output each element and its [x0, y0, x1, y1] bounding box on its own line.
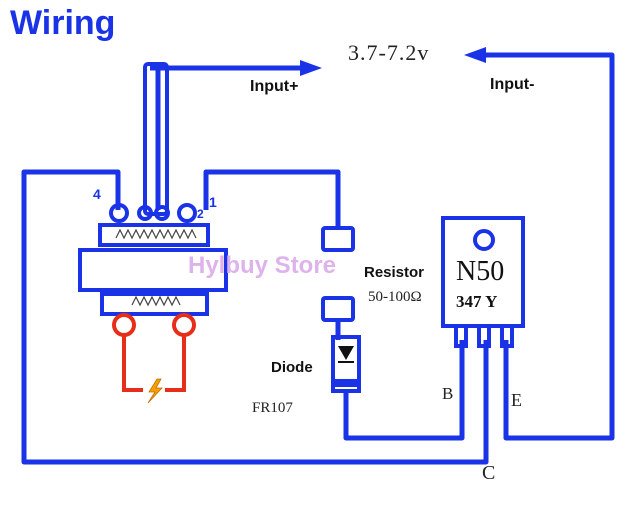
- hv-output: [112, 313, 196, 392]
- diode-body: [331, 335, 361, 393]
- secondary-winding: [131, 295, 181, 307]
- input-plus-label: Input+: [250, 78, 299, 95]
- transistor-pin-e: [500, 324, 514, 348]
- transistor-pin-c: [477, 324, 491, 348]
- pin-4-label: 4: [93, 186, 101, 202]
- pin1-resistor-wire: [203, 169, 341, 228]
- input-plus-arrow: [300, 60, 322, 76]
- coil-terminal-2: [137, 205, 153, 221]
- resistor-cap-top: [321, 226, 355, 252]
- blue-wires: [21, 52, 615, 465]
- pin-c-label: C: [482, 462, 496, 484]
- resistor: [321, 226, 355, 322]
- coil-terminal-4: [109, 203, 129, 223]
- coil-top-plate: [98, 223, 210, 247]
- pin-2-label: 2: [197, 207, 204, 221]
- primary-winding: [115, 228, 197, 240]
- pin-1-label: 1: [209, 194, 217, 210]
- transistor-mount-hole: [473, 229, 495, 251]
- transistor-name: N50: [456, 256, 505, 287]
- diode-symbol: [338, 346, 354, 360]
- coil-core: [78, 248, 228, 292]
- coil-terminal-mid: [154, 205, 170, 221]
- diode-band: [333, 379, 359, 387]
- hv-wire: [122, 335, 186, 392]
- resistor-cap-bottom: [321, 296, 355, 322]
- collector-loop-wire: [21, 169, 489, 465]
- resistor-value: 50-100Ω: [368, 289, 422, 305]
- hv-terminal-left: [112, 313, 136, 337]
- input-minus-label: Input-: [490, 76, 535, 93]
- ignition-coil: [78, 203, 228, 316]
- store-watermark: Hylbuy Store: [188, 252, 337, 279]
- resistor-label: Resistor: [364, 264, 425, 281]
- diode-label: Diode: [271, 359, 313, 376]
- pin-e-label: E: [511, 390, 522, 410]
- diode-base-wire: [343, 340, 465, 441]
- pin-b-label: B: [442, 384, 454, 403]
- input-minus-wire: [486, 52, 615, 441]
- diode: [331, 335, 361, 393]
- transistor-code: 347 Y: [456, 292, 498, 311]
- coil-bottom-plate: [100, 292, 209, 316]
- hv-terminal-right: [172, 313, 196, 337]
- spark-icon: [147, 378, 163, 404]
- voltage-label: 3.7-7.2v: [348, 40, 430, 65]
- page-title: Wiring: [10, 4, 116, 42]
- input-plus-wire: [150, 65, 300, 210]
- input-minus-arrow: [464, 47, 486, 63]
- transistor: [441, 216, 525, 348]
- coil-windings: [115, 228, 197, 307]
- diode-part: FR107: [252, 400, 293, 416]
- transistor-pin-b: [454, 324, 468, 348]
- coil-terminal-1: [177, 203, 197, 223]
